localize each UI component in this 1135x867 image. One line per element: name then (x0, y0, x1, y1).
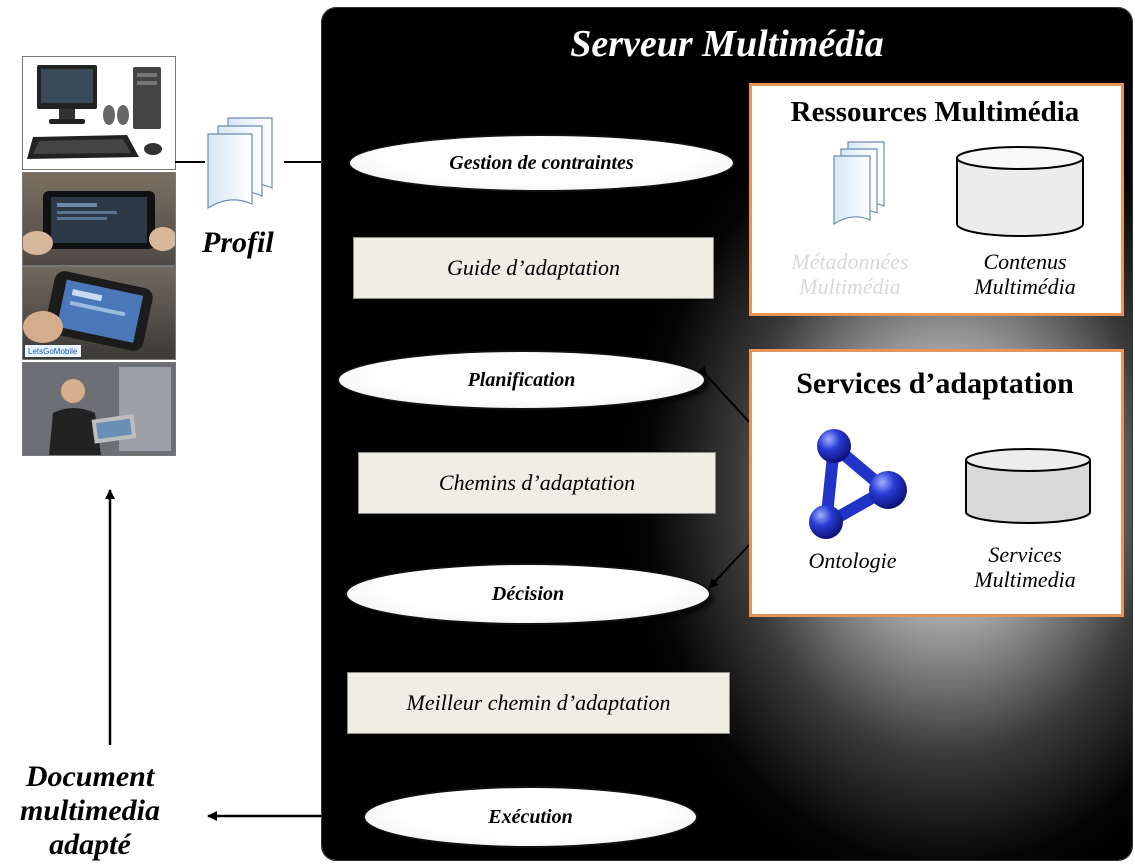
ressources-title: Ressources Multimédia (790, 96, 1080, 128)
services-multimedia-label: Services Multimedia (945, 542, 1105, 592)
contenus-label: Contenus Multimédia (945, 249, 1105, 299)
tablet-image (22, 172, 176, 266)
businessman-laptop-image (22, 362, 176, 456)
contenus-database-icon (956, 146, 1084, 237)
contenus-line-2: Multimédia (974, 274, 1076, 299)
profil-label: Profil (202, 226, 274, 259)
metadonnees-line-1: Métadonnées (791, 249, 909, 274)
smartphone-image: LetsGoMobile (22, 266, 176, 360)
services-title: Services d’adaptation (796, 367, 1074, 400)
profil-document-icon (207, 117, 273, 210)
services-line-1: Services (988, 542, 1062, 567)
document-label: Document multimedia adapté (0, 760, 180, 862)
gestion-contraintes-node: Gestion de contraintes (348, 134, 735, 192)
document-line-1: Document (25, 760, 155, 793)
services-database-icon (965, 448, 1091, 524)
server-title: Serveur Multimédia (570, 23, 884, 65)
metadonnees-label: Métadonnées Multimédia (760, 249, 940, 299)
execution-node: Exécution (363, 786, 698, 848)
decision-node: Décision (345, 563, 711, 625)
planification-node: Planification (337, 350, 706, 410)
metadonnees-document-icon (833, 141, 885, 226)
document-line-3: adapté (49, 828, 131, 861)
meilleur-chemin-box: Meilleur chemin d’adaptation (347, 672, 730, 734)
desktop-computer-image (22, 56, 176, 170)
services-line-2: Multimedia (974, 567, 1076, 592)
contenus-line-1: Contenus (983, 249, 1067, 274)
metadonnees-line-2: Multimédia (799, 274, 901, 299)
document-line-2: multimedia (19, 794, 160, 827)
ontology-molecule-icon (809, 429, 907, 539)
ontologie-label: Ontologie (808, 548, 897, 573)
guide-adaptation-box: Guide d’adaptation (353, 237, 714, 299)
chemins-adaptation-box: Chemins d’adaptation (358, 452, 716, 514)
tablet-brand-text: LetsGoMobile (28, 347, 78, 356)
left-connectors (105, 161, 330, 821)
